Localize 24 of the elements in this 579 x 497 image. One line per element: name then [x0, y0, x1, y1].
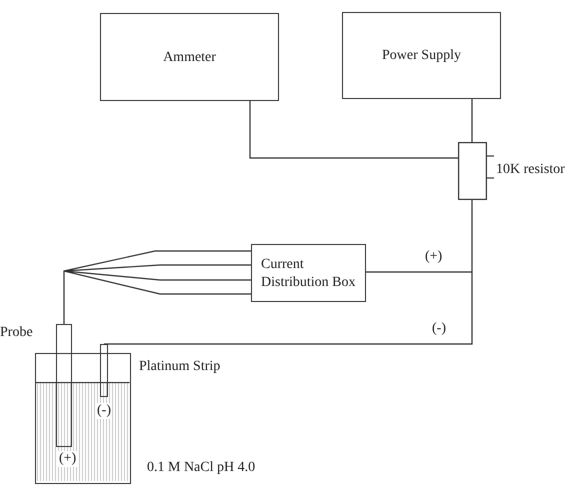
wire: [63, 250, 252, 325]
device-label: Current Distribution Box: [261, 256, 357, 292]
wire: [104, 272, 473, 345]
edge-label: (+): [425, 249, 442, 265]
device-box: [251, 244, 366, 302]
probe-electrode: [56, 324, 72, 447]
beaker: [35, 353, 131, 484]
device-label: Ammeter: [163, 48, 216, 66]
resistor-symbol: [458, 142, 495, 200]
wire: [471, 99, 473, 142]
solution-label: 0.1 M NaCl pH 4.0: [147, 460, 256, 476]
platinum-strip: [100, 344, 108, 397]
wire: [471, 200, 473, 272]
polarity-label: (+): [58, 451, 78, 467]
component-label: Probe: [0, 325, 33, 341]
wire: [366, 271, 472, 273]
device-box: [100, 13, 279, 101]
component-label: 10K resistor: [496, 162, 565, 178]
component-label: Platinum Strip: [139, 359, 220, 375]
device-label: Power Supply: [382, 47, 461, 64]
wire: [249, 101, 458, 159]
device-box: [342, 12, 501, 99]
edge-label: (-): [432, 321, 446, 337]
polarity-label: (-): [96, 403, 112, 419]
